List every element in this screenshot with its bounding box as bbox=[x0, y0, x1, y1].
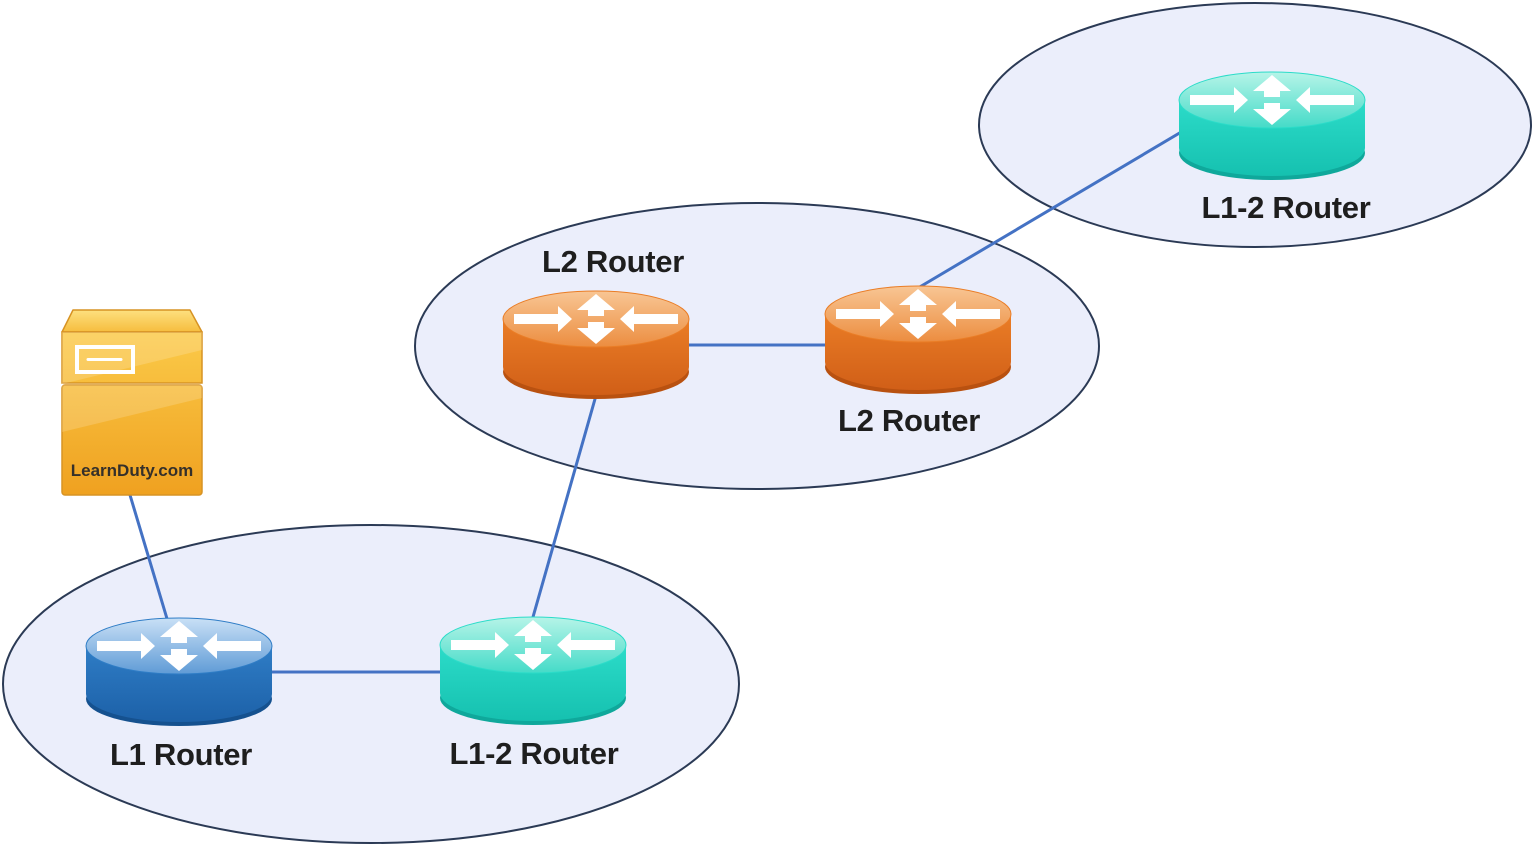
router-l1 bbox=[85, 617, 273, 726]
server-slot-icon bbox=[75, 345, 135, 374]
label-l2-router-left: L2 Router bbox=[542, 244, 684, 279]
router-l1-2-bottom bbox=[439, 616, 627, 725]
label-l1-2-router-bottom: L1-2 Router bbox=[449, 736, 619, 771]
server-label: LearnDuty.com bbox=[70, 461, 194, 480]
router-l2-right bbox=[824, 285, 1012, 394]
link-server-l1 bbox=[128, 493, 170, 624]
area-ellipse-bottom-left bbox=[2, 524, 740, 844]
label-l2-router-right: L2 Router bbox=[838, 403, 980, 438]
router-l1-2-top bbox=[1178, 71, 1366, 180]
link-l2right-l12top bbox=[916, 126, 1190, 290]
label-l1-router: L1 Router bbox=[110, 737, 252, 772]
link-l12-l2left bbox=[531, 390, 599, 619]
server-tower-icon bbox=[61, 309, 203, 496]
label-l1-2-router-top: L1-2 Router bbox=[1201, 190, 1371, 225]
router-l2-left bbox=[502, 290, 690, 399]
